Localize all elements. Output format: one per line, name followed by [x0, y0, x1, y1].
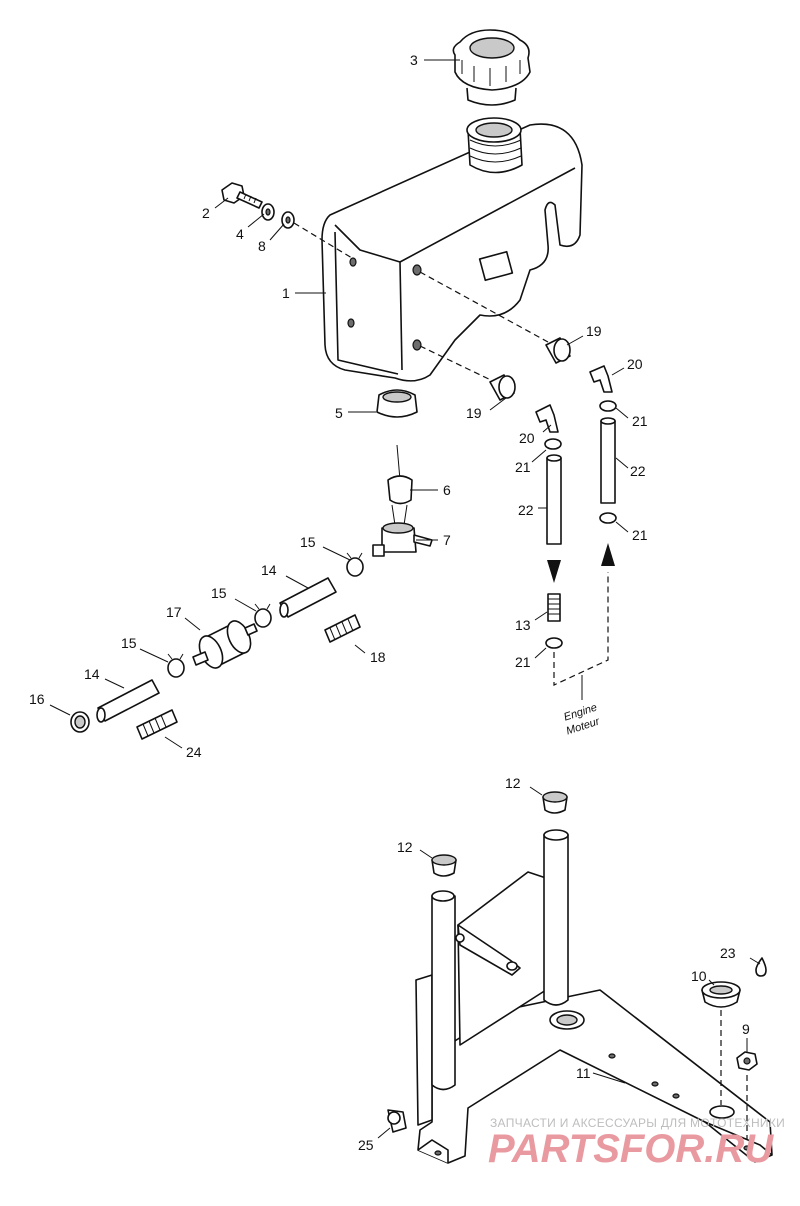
- callout-17: 17: [166, 604, 182, 620]
- callout-12-upper: 12: [505, 775, 521, 791]
- vent-hose-left: [546, 454, 562, 545]
- bolt-axis-line: [293, 222, 353, 259]
- callout-20-upper: 20: [627, 356, 643, 372]
- inline-fuel-filter: [192, 620, 258, 669]
- callout-15-lower: 15: [121, 635, 137, 651]
- vent-elbow-lower: [535, 404, 559, 433]
- lock-nut: [736, 1051, 758, 1071]
- lock-washer: [281, 211, 295, 229]
- tube-cap-lower: [431, 854, 457, 877]
- callout-24: 24: [186, 744, 202, 760]
- fuel-shutoff-valve: [372, 522, 433, 557]
- vent-clamp-l2: [545, 637, 563, 649]
- callout-4: 4: [236, 226, 244, 242]
- arrow-down-icon: [547, 560, 561, 583]
- engine-note: Engine Moteur: [562, 702, 602, 738]
- callout-23: 23: [720, 945, 736, 961]
- callout-5: 5: [335, 405, 343, 421]
- callout-labels: 3 2 4 8 1 5 6 7 15 14 15 17 18 15 14 16 …: [29, 52, 750, 1153]
- fuel-tank: [321, 117, 583, 382]
- tank-bolt: [221, 182, 263, 209]
- callout-1: 1: [282, 285, 290, 301]
- vent-axis-line-upper: [419, 271, 549, 343]
- callout-19-lower: 19: [466, 405, 482, 421]
- thread-locker-drop-icon: [755, 957, 767, 977]
- callout-22-left: 22: [518, 502, 534, 518]
- filter-screen: [387, 444, 413, 526]
- callout-7: 7: [443, 532, 451, 548]
- vent-elbow-upper: [589, 365, 613, 393]
- callout-21-r1: 21: [632, 413, 648, 429]
- fuel-cap: [452, 29, 531, 106]
- fuel-hose-lower: [96, 679, 160, 723]
- callout-25: 25: [358, 1137, 374, 1153]
- callout-15-middle: 15: [211, 585, 227, 601]
- callout-14-lower: 14: [84, 666, 100, 682]
- callout-21-l2: 21: [515, 654, 531, 670]
- callout-20-lower: 20: [519, 430, 535, 446]
- callout-14-upper: 14: [261, 562, 277, 578]
- watermark-text: ЗАПЧАСТИ И АКСЕССУАРЫ ДЛЯ МОТОТЕХНИКИ: [490, 1116, 785, 1130]
- hose-clamp-middle: [254, 603, 272, 628]
- spring-guard-lower: [136, 709, 178, 740]
- arrow-up-icon: [601, 543, 615, 566]
- callout-22-right: 22: [630, 463, 646, 479]
- vent-clamp-r1: [599, 400, 617, 412]
- callout-13: 13: [515, 617, 531, 633]
- callout-12-lower: 12: [397, 839, 413, 855]
- callout-21-l1: 21: [515, 459, 531, 475]
- vent-grommet-upper: [545, 337, 571, 364]
- watermark-logo: PARTSFOR.RU: [488, 1127, 774, 1171]
- callout-11: 11: [576, 1065, 591, 1081]
- cable-clip: [387, 1109, 407, 1133]
- callout-19-upper: 19: [586, 323, 602, 339]
- callout-6: 6: [443, 482, 451, 498]
- callout-3: 3: [410, 52, 418, 68]
- tube-cap-upper: [542, 791, 568, 814]
- tank-grommet: [376, 389, 418, 418]
- callout-16: 16: [29, 691, 45, 707]
- leader-lines: [49, 59, 761, 1139]
- vent-clamp-r2: [599, 512, 617, 524]
- vent-grommet-lower: [489, 374, 516, 401]
- callout-2: 2: [202, 205, 210, 221]
- hose-clamp-lower: [167, 653, 185, 678]
- callout-15-upper: 15: [300, 534, 316, 550]
- fuel-hose-upper: [279, 577, 337, 618]
- vent-clamp-l1: [544, 438, 562, 450]
- callout-21-r2: 21: [632, 527, 648, 543]
- vent-axis-line-lower: [419, 345, 496, 383]
- vent-spring: [547, 593, 561, 622]
- callout-8: 8: [258, 238, 266, 254]
- vent-hose-right: [600, 417, 616, 504]
- flat-washer: [261, 203, 275, 221]
- hose-clamp-upper: [346, 552, 364, 577]
- callout-10: 10: [691, 968, 707, 984]
- callout-18: 18: [370, 649, 386, 665]
- callout-9: 9: [742, 1021, 750, 1037]
- engine-routing-line: [553, 572, 609, 686]
- tank-support-frame: [415, 829, 773, 1164]
- watermark: ЗАПЧАСТИ И АКСЕССУАРЫ ДЛЯ МОТОТЕХНИКИ PA…: [488, 1116, 785, 1171]
- frame-grommet: [701, 981, 741, 1008]
- spring-guard-upper: [324, 614, 361, 643]
- hose-clamp-end: [70, 711, 90, 733]
